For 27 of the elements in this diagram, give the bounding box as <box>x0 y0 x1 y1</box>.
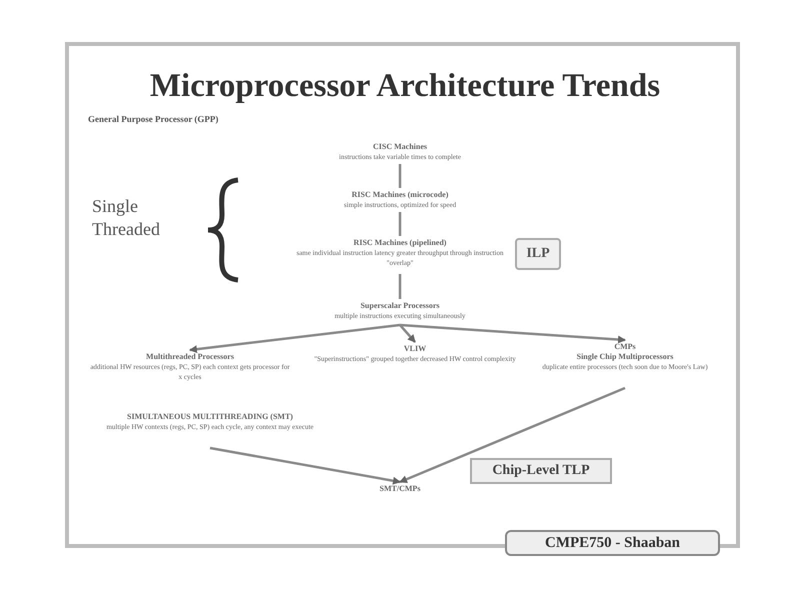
box-label: ILP <box>526 245 550 263</box>
connector-line <box>210 446 401 485</box>
node-heading: RISC Machines (microcode) <box>352 190 448 200</box>
node-heading: SMT/CMPs <box>380 484 420 494</box>
label-box <box>515 238 561 270</box>
connector-line <box>398 274 402 299</box>
label-box <box>470 458 612 484</box>
node-heading: SIMULTANEOUS MULTITHREADING (SMT) <box>127 412 293 422</box>
box-label: Chip-Level TLP <box>492 462 590 480</box>
connector-line <box>398 212 402 236</box>
label-box <box>505 530 720 556</box>
connector-line <box>399 386 626 484</box>
connector-line <box>400 324 626 344</box>
subtitle: General Purpose Processor (GPP) <box>88 113 218 126</box>
connector-line <box>399 324 416 343</box>
node-heading: Superscalar Processors <box>360 301 440 311</box>
node-heading: Single Chip Multiprocessors <box>576 352 674 362</box>
node-heading: CISC Machines <box>372 142 427 152</box>
side-label: Single Threaded <box>92 195 161 240</box>
connector-line <box>189 324 400 354</box>
node-heading: Multithreaded Processors <box>146 352 234 362</box>
node-heading: CMPs <box>614 342 636 352</box>
node-heading: VLIW <box>404 344 426 354</box>
node-heading: RISC Machines (pipelined) <box>354 238 446 248</box>
box-label: CMPE750 - Shaaban <box>544 534 680 552</box>
connector-line <box>398 164 402 188</box>
slide-title: Microprocessor Architecture Trends <box>148 70 662 103</box>
